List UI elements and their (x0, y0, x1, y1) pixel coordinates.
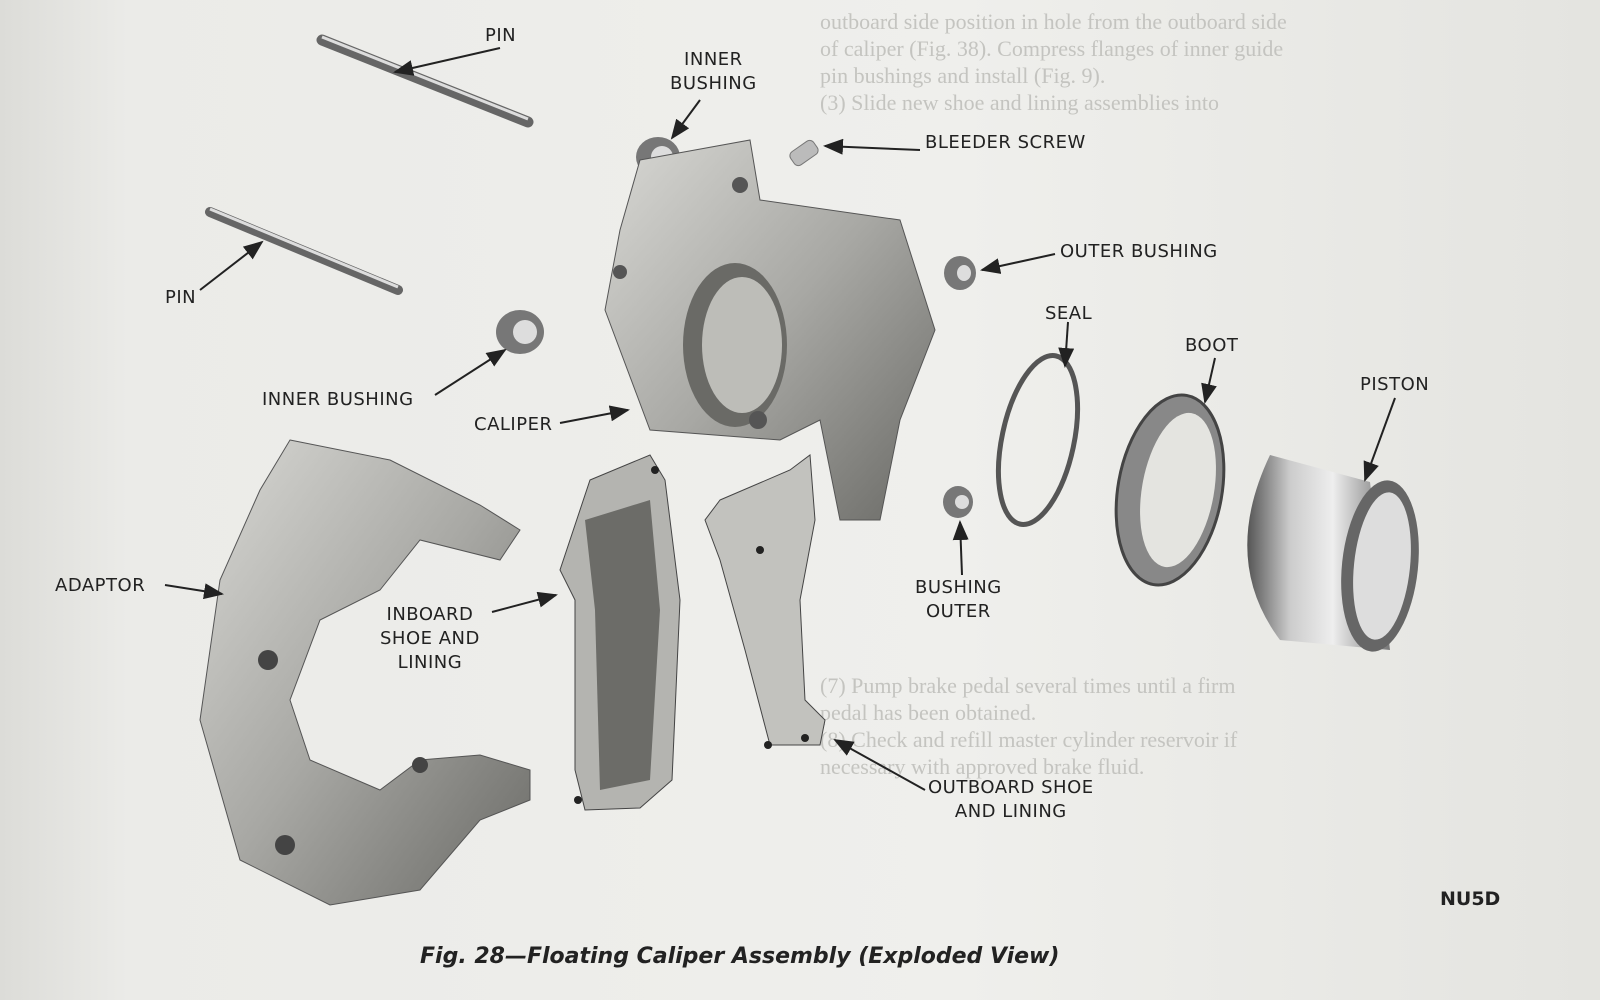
label-seal: SEAL (1045, 303, 1093, 324)
leader-piston (1363, 397, 1396, 482)
label-piston: PISTON (1360, 374, 1430, 395)
label-inner-bushing-lower: INNER BUSHING (262, 389, 414, 410)
inner-bushing-lower (496, 310, 544, 354)
leader-pin-lower (199, 240, 264, 291)
leader-bleeder (823, 138, 921, 155)
label-pin-lower: PIN (165, 287, 197, 308)
inboard-shoe (559, 454, 681, 811)
bleed-through-text: outboard side position in hole from the … (820, 9, 1287, 115)
pin-lower (205, 207, 403, 295)
leader-outer-bushing (980, 253, 1056, 274)
leader-adaptor (164, 583, 224, 600)
bushing-outer-small (943, 486, 973, 518)
label-bleeder-screw: BLEEDER SCREW (925, 132, 1086, 153)
label-caliper: CALIPER (474, 414, 553, 435)
bleeder-screw (789, 139, 819, 167)
figure-code: NU5D (1440, 888, 1501, 910)
pin-top (316, 34, 534, 128)
seal (996, 353, 1080, 527)
piston (1247, 455, 1419, 652)
label-adaptor: ADAPTOR (55, 575, 146, 596)
leader-inboard (491, 591, 558, 613)
boot (1114, 393, 1226, 587)
leader-inner-bushing-top (670, 99, 701, 140)
caliper-body (604, 139, 936, 521)
leader-pin-top (393, 47, 501, 76)
leader-inner-bushing-lower (434, 348, 507, 396)
outer-bushing (944, 256, 976, 290)
figure-caption: Fig. 28—Floating Caliper Assembly (Explo… (420, 944, 1060, 969)
adaptor (199, 439, 531, 906)
leader-caliper (559, 405, 630, 424)
outboard-shoe (704, 454, 826, 749)
leader-seal (1058, 321, 1075, 368)
label-boot: BOOT (1185, 335, 1239, 356)
label-pin-top: PIN (485, 25, 517, 46)
label-outer-bushing: OUTER BUSHING (1060, 241, 1218, 262)
bleed-through-text-lower: (7) Pump brake pedal several times until… (820, 673, 1238, 779)
leader-bushing-outer (952, 520, 969, 576)
leader-outboard (833, 739, 926, 791)
leader-boot (1201, 357, 1217, 404)
